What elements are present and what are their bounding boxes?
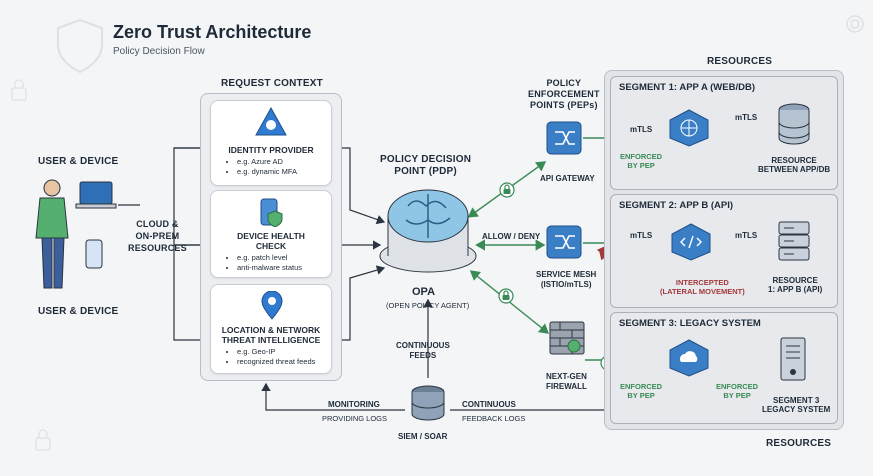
- service-mesh-icon[interactable]: [545, 224, 583, 260]
- api-gateway-label: API GATEWAY: [540, 174, 595, 183]
- identity-provider-icon: [255, 107, 287, 136]
- background-fingerprint-icon: [846, 15, 864, 33]
- api-gateway-icon[interactable]: [545, 120, 583, 156]
- device-health-title: DEVICE HEALTH CHECK: [237, 231, 305, 251]
- enforced-by-pep-label: ENFORCED BY PEP: [716, 382, 759, 400]
- enforced-by-pep-label: ENFORCED BY PEP: [620, 382, 663, 400]
- user-label-top: USER & DEVICE: [38, 156, 119, 167]
- pdp-name: OPA: [412, 286, 436, 298]
- identity-provider-card[interactable]: IDENTITY PROVIDER e.g. Azure AD e.g. dyn…: [210, 100, 332, 186]
- siem-label: SIEM / SOAR: [398, 432, 448, 441]
- api-app-icon[interactable]: [670, 222, 712, 262]
- location-bullet: recognized threat feeds: [237, 357, 315, 367]
- siem-database-icon[interactable]: [406, 384, 450, 424]
- server-rack-icon[interactable]: [776, 220, 812, 262]
- service-mesh-label: SERVICE MESH (ISTIO/mTLS): [536, 270, 597, 289]
- request-context-title: REQUEST CONTEXT: [221, 78, 323, 89]
- device-bullet: e.g. patch level: [237, 253, 302, 263]
- device-bullet: anti-malware status: [237, 263, 302, 273]
- mtls-label: mTLS: [735, 113, 758, 122]
- mtls-label: mTLS: [735, 231, 758, 240]
- allow-deny-label: ALLOW / DENY: [482, 232, 541, 241]
- device-health-icon: [260, 198, 283, 227]
- monitoring-label: MONITORING: [328, 400, 380, 409]
- background-shield-icon: [57, 18, 103, 74]
- background-lock-icon: [11, 79, 51, 451]
- pep-title: POLICY ENFORCEMENT POINTS (PEPs): [528, 78, 600, 110]
- legacy-app-icon[interactable]: [668, 338, 710, 378]
- identity-bullet: e.g. Azure AD: [237, 157, 297, 167]
- resources-top-label: RESOURCES: [707, 56, 773, 67]
- lock-icon: [498, 288, 514, 304]
- segment-2-title: SEGMENT 2: APP B (API): [619, 200, 734, 211]
- user-figure-icon: [35, 179, 117, 289]
- intercepted-label: INTERCEPTED (LATERAL MOVEMENT): [660, 278, 745, 296]
- page-title: Zero Trust Architecture: [113, 22, 312, 42]
- continuous-label: CONTINUOUS: [462, 400, 516, 409]
- resources-bottom-label: RESOURCES: [766, 438, 832, 449]
- identity-provider-title: IDENTITY PROVIDER: [228, 145, 314, 155]
- segment-1-title: SEGMENT 1: APP A (WEB/DB): [619, 82, 755, 93]
- pdp-brain-icon[interactable]: [378, 186, 478, 280]
- identity-bullet: e.g. dynamic MFA: [237, 167, 297, 177]
- segment-3-title: SEGMENT 3: LEGACY SYSTEM: [619, 318, 761, 329]
- location-pin-icon: [261, 291, 283, 320]
- mtls-label: mTLS: [630, 125, 653, 134]
- firewall-icon[interactable]: [548, 320, 586, 356]
- legacy-server-icon[interactable]: [778, 336, 808, 382]
- database-icon[interactable]: [776, 102, 812, 148]
- firewall-label: NEXT-GEN FIREWALL: [546, 372, 587, 391]
- location-threat-card[interactable]: LOCATION & NETWORK THREAT INTELLIGENCE e…: [210, 284, 332, 374]
- cloud-onprem-label: CLOUD & ON-PREM RESOURCES: [128, 219, 187, 253]
- mtls-label: mTLS: [630, 231, 653, 240]
- user-label-bottom: USER & DEVICE: [38, 306, 119, 317]
- lock-icon: [499, 182, 515, 198]
- feedback-logs-label: FEEDBACK LOGS: [462, 414, 526, 423]
- enforced-by-pep-label: ENFORCED BY PEP: [620, 152, 663, 170]
- pdp-title: POLICY DECISION POINT (PDP): [380, 154, 472, 177]
- page-subtitle: Policy Decision Flow: [113, 46, 205, 57]
- segment-3-resource-label: SEGMENT 3 LEGACY SYSTEM: [762, 396, 831, 414]
- segment-2[interactable]: SEGMENT 2: APP B (API): [610, 194, 838, 308]
- continuous-feeds-label: CONTINUOUS FEEDS: [396, 341, 450, 360]
- location-threat-title: LOCATION & NETWORK THREAT INTELLIGENCE: [221, 325, 321, 345]
- segment-1-resource-label: RESOURCE BETWEEN APP/DB: [758, 156, 831, 174]
- web-app-icon[interactable]: [668, 108, 710, 148]
- device-health-card[interactable]: DEVICE HEALTH CHECK e.g. patch level ant…: [210, 190, 332, 278]
- segment-2-resource-label: RESOURCE 1: APP B (API): [768, 276, 823, 294]
- pdp-desc: (OPEN POLICY AGENT): [386, 301, 470, 310]
- providing-logs-label: PROVIDING LOGS: [322, 414, 388, 423]
- location-bullet: e.g. Geo-IP: [237, 347, 315, 357]
